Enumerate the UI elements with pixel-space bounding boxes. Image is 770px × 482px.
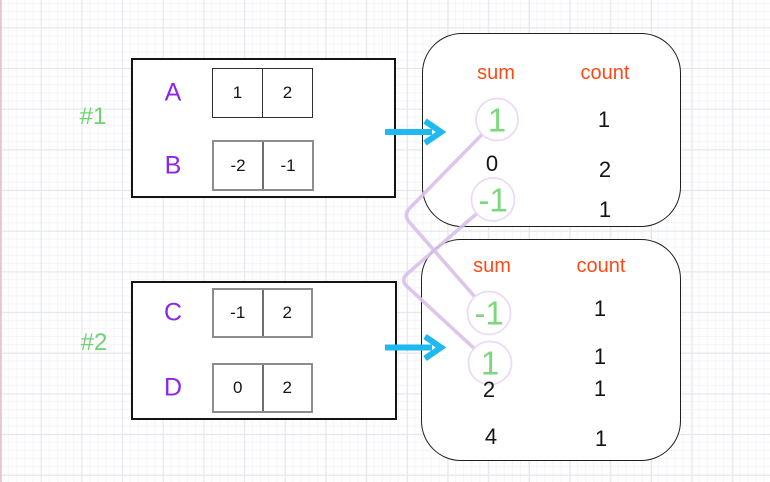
group1-result-box: [422, 33, 681, 227]
group1-label: #1: [79, 103, 107, 130]
g2-row0-count: 1: [593, 296, 607, 321]
g1-row2-sum: -1: [478, 181, 508, 219]
g2-count-header: count: [576, 255, 626, 277]
g2-row1-count: 1: [593, 344, 607, 369]
g1-row0-sum: 1: [487, 101, 507, 139]
g1-row2-count: 1: [598, 197, 612, 222]
array-b-cell-1: -1: [280, 155, 296, 175]
array-d-cell-1: 2: [282, 378, 292, 397]
array-a-cell-0: 1: [213, 69, 263, 117]
g1-sum-header: sum: [477, 62, 515, 84]
array-a-cell-1: 2: [282, 83, 293, 102]
array-b-cells: -2 -1: [212, 140, 314, 191]
array-c-cell-1: 2: [282, 303, 292, 322]
g2-row3-count: 1: [594, 426, 608, 451]
g2-row2-sum: 2: [482, 377, 496, 402]
g2-row3-sum: 4: [484, 424, 498, 449]
paper-margin-line: [0, 0, 2, 482]
g1-count-header: count: [580, 62, 630, 84]
array-d-label: D: [163, 373, 183, 402]
array-d-cell-0: 0: [214, 365, 264, 411]
g1-row1-count: 2: [598, 157, 612, 182]
g1-row1-sum: 0: [485, 151, 499, 176]
g2-row0-sum: -1: [474, 294, 504, 332]
array-c-cell-0: -1: [214, 290, 264, 336]
group2-result-box: [421, 239, 681, 461]
array-a-cells: 1 2: [212, 68, 313, 118]
g1-row0-count: 1: [597, 107, 611, 132]
array-b-label: B: [164, 151, 182, 180]
g2-row1-sum: 1: [480, 344, 500, 382]
array-b-cell-0: -2: [214, 142, 264, 189]
group2-label: #2: [80, 329, 108, 356]
array-a-label: A: [164, 78, 182, 107]
g2-sum-header: sum: [473, 255, 511, 277]
array-d-cells: 0 2: [212, 363, 313, 413]
array-c-label: C: [163, 298, 183, 327]
g2-row2-count: 1: [593, 376, 607, 401]
array-c-cells: -1 2: [212, 288, 313, 338]
